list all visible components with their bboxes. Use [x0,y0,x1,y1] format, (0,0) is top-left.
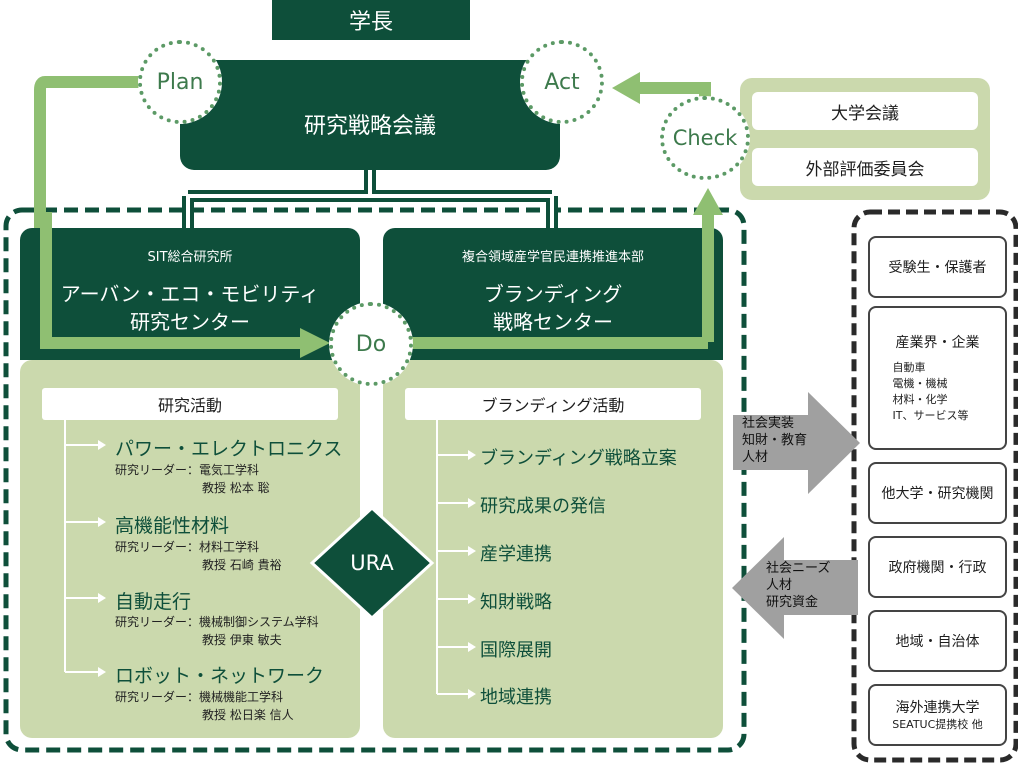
outgoing-arrow-label: 社会実装知財・教育人材 [742,416,808,465]
research-panel-bg [20,360,360,738]
stakeholder-region: 地域・自治体 [868,610,1007,672]
outgoing-arrow [733,392,860,494]
branding-item-2: 研究成果の発信 [480,496,606,517]
right-center-name-2: 戦略センター [493,310,613,334]
research-item-2-title: 高機能性材料 [115,515,230,537]
plan-to-do-arrow [34,76,310,349]
branding-item-1: ブランディング戦略立案 [480,448,677,469]
check-circle: Check [660,96,750,180]
university-council-box: 大学会議 [752,92,978,130]
left-center-name-1: アーバン・エコ・モビリティ [60,282,320,306]
research-item-2-person: 教授 石崎 貴裕 [202,558,282,572]
do-arrow-overlay-right [408,337,708,349]
branding-item-3: 産学連携 [480,544,552,565]
research-item-3-leader: 研究リーダー：機械制御システム学科 [115,615,319,629]
research-item-4-person: 教授 松日楽 信人 [202,708,294,722]
research-item-4-title: ロボット・ネットワーク [115,665,325,687]
stakeholder-universities: 他大学・研究機関 [868,462,1007,524]
research-item-1-leader: 研究リーダー：電気工学科 [115,463,260,477]
external-evaluation-box: 外部評価委員会 [752,148,978,186]
plan-circle: Plan [138,40,222,124]
research-strategy-council: 研究戦略会議 [180,60,560,170]
research-header: 研究活動 [42,388,338,420]
stakeholder-industry: 産業界・企業 自動車 電機・機械 材料・化学 IT、サービス等 [868,306,1007,450]
do-circle: Do [329,302,413,386]
research-item-4-leader: 研究リーダー：機械機能工学科 [115,690,284,704]
ura-diamond [309,505,435,621]
branding-item-6: 地域連携 [480,687,552,708]
act-circle: Act [520,40,604,124]
do-dashed-frame [3,207,747,753]
ura-label: URA [350,551,394,575]
research-item-3-title: 自動走行 [115,591,192,613]
act-arrowhead [612,72,640,104]
check-arrowhead [693,188,723,215]
research-item-1-person: 教授 松本 聡 [202,481,270,495]
stakeholder-overseas: 海外連携大学 SEATUC提携校 他 [868,684,1007,746]
stakeholder-government: 政府機関・行政 [868,536,1007,598]
stakeholders-dashed-frame [851,209,1018,763]
research-item-3-person: 教授 伊東 敏夫 [202,633,282,647]
branding-tree-arrows [437,450,476,699]
stakeholder-applicants: 受験生・保護者 [868,236,1007,298]
branding-item-4: 知財戦略 [480,592,552,613]
incoming-arrow-label: 社会ニーズ人材研究資金 [766,561,831,610]
plan-arrow-overlay [40,212,52,342]
right-center-name-1: ブランディング [483,282,623,306]
research-item-2-leader: 研究リーダー：材料工学科 [115,540,260,554]
right-center-org: 複合領域産学官民連携推進本部 [461,250,644,265]
branding-item-5: 国際展開 [480,640,552,661]
branding-header: ブランディング活動 [405,388,701,420]
research-tree-arrows [65,440,106,677]
president-box: 学長 [272,0,470,40]
research-item-1-title: パワー・エレクトロニクス [115,438,343,460]
left-center-name-2: 研究センター [130,310,250,334]
check-arrow-overlay [702,212,714,342]
left-center-org: SIT総合研究所 [147,250,233,265]
incoming-arrow [732,537,858,639]
do-arrow-overlay-left [40,337,312,349]
